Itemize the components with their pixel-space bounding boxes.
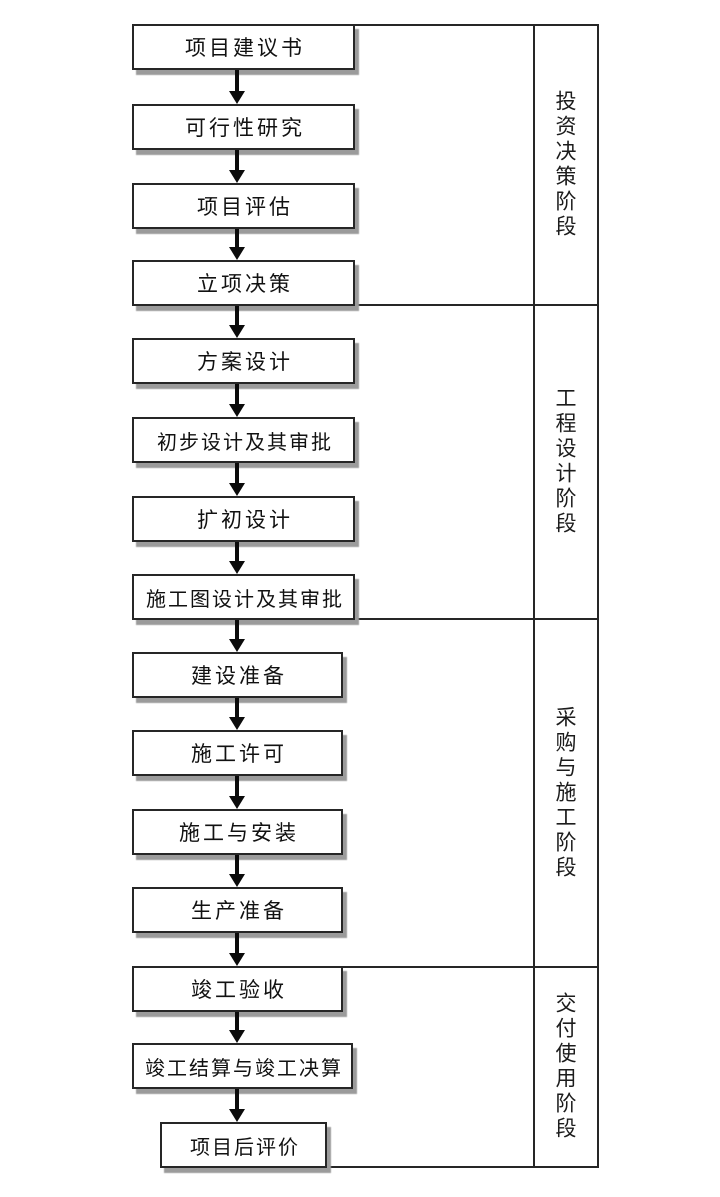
step-box-construction-preparation: 建设准备 (132, 652, 343, 698)
step-box-project-proposal: 项目建议书 (132, 24, 355, 70)
step-label: 竣工验收 (191, 978, 287, 1002)
phase-cell-procurement-construction: 采购与施工阶段 (535, 620, 595, 966)
step-box-scheme-design: 方案设计 (132, 338, 355, 384)
step-label: 竣工结算与竣工决算 (145, 1057, 343, 1080)
step-label: 立项决策 (197, 272, 293, 296)
flow-down-arrow-icon (229, 229, 245, 260)
phase-divider-1 (353, 304, 599, 306)
phase-label: 工程设计阶段 (553, 387, 577, 537)
step-label: 可行性研究 (185, 116, 305, 140)
flow-down-arrow-icon (229, 855, 245, 887)
flow-down-arrow-icon (229, 1089, 245, 1122)
step-box-preliminary-design-approval: 初步设计及其审批 (132, 417, 355, 463)
phase-label: 交付使用阶段 (553, 992, 577, 1142)
step-box-project-evaluation: 项目评估 (132, 183, 355, 229)
step-label: 建设准备 (191, 664, 287, 688)
phase-column-right-rail (597, 24, 599, 1168)
step-box-expanded-preliminary-design: 扩初设计 (132, 496, 355, 542)
phase-cell-investment-decision: 投资决策阶段 (535, 26, 595, 304)
step-box-post-project-evaluation: 项目后评价 (160, 1122, 327, 1168)
phase-divider-bottom (325, 1166, 599, 1168)
step-box-approval-decision: 立项决策 (132, 260, 355, 306)
step-box-completion-acceptance: 竣工验收 (132, 966, 343, 1012)
step-label: 生产准备 (191, 899, 287, 923)
phase-divider-2 (353, 618, 599, 620)
step-box-construction-installation: 施工与安装 (132, 809, 343, 855)
phase-divider-3 (341, 966, 599, 968)
step-label: 项目评估 (197, 195, 293, 219)
flow-down-arrow-icon (229, 150, 245, 183)
flow-down-arrow-icon (229, 542, 245, 574)
phase-cell-engineering-design: 工程设计阶段 (535, 306, 595, 618)
step-box-feasibility-study: 可行性研究 (132, 104, 355, 150)
phase-cell-delivery-use: 交付使用阶段 (535, 968, 595, 1166)
flow-down-arrow-icon (229, 384, 245, 417)
step-label: 项目后评价 (190, 1136, 300, 1159)
flow-down-arrow-icon (229, 306, 245, 338)
step-label: 项目建议书 (185, 36, 305, 60)
step-label: 施工图设计及其审批 (146, 588, 344, 611)
step-box-production-preparation: 生产准备 (132, 887, 343, 933)
step-box-construction-permit: 施工许可 (132, 730, 343, 776)
step-label: 施工许可 (191, 742, 287, 766)
step-label: 施工与安装 (179, 821, 299, 845)
flow-down-arrow-icon (229, 776, 245, 809)
flow-down-arrow-icon (229, 1012, 245, 1043)
flow-down-arrow-icon (229, 933, 245, 966)
flow-down-arrow-icon (229, 70, 245, 104)
step-box-construction-drawing-design-approval: 施工图设计及其审批 (132, 574, 355, 620)
step-label: 扩初设计 (197, 508, 293, 532)
phase-label: 投资决策阶段 (553, 90, 577, 240)
step-box-completion-settlement-final-accounts: 竣工结算与竣工决算 (132, 1043, 353, 1089)
flow-down-arrow-icon (229, 620, 245, 652)
phase-divider-top (353, 24, 599, 26)
flow-down-arrow-icon (229, 698, 245, 730)
phase-column-left-rail (533, 24, 535, 1168)
flow-down-arrow-icon (229, 463, 245, 496)
phase-label: 采购与施工阶段 (553, 705, 577, 881)
step-label: 初步设计及其审批 (157, 431, 333, 454)
step-label: 方案设计 (197, 350, 293, 374)
